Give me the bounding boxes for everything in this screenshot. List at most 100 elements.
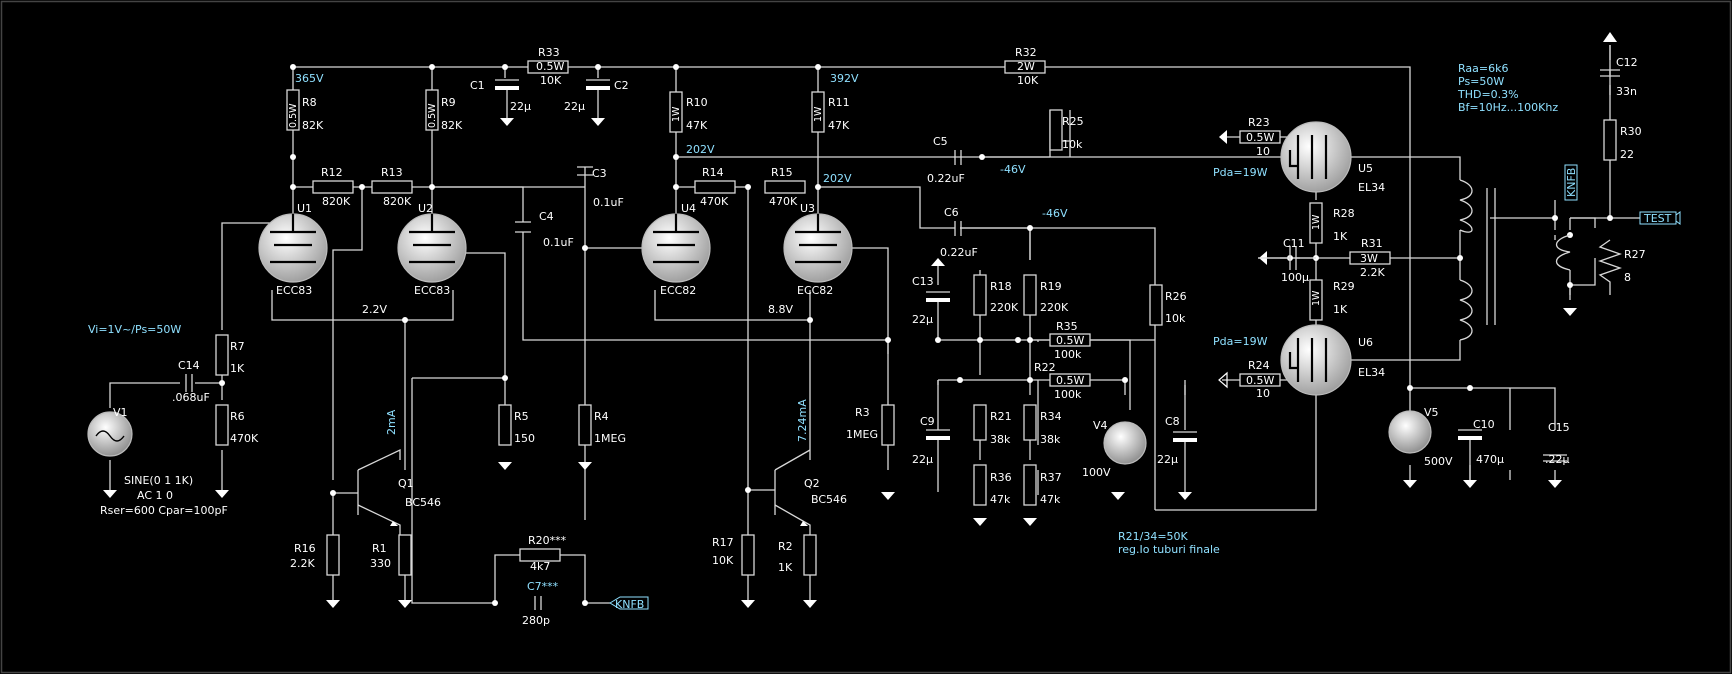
r37-value: 47k: [1040, 493, 1061, 506]
r32-ref: R32: [1015, 46, 1037, 59]
r1-ref: R1: [372, 542, 387, 555]
r30-ref: R30: [1620, 125, 1642, 138]
r18-ref: R18: [990, 280, 1012, 293]
r22-ref: R22: [1034, 361, 1056, 374]
r29-ref: R29: [1333, 280, 1355, 293]
c3-ref: C3: [592, 167, 607, 180]
r27-value: 8: [1624, 271, 1631, 284]
r11-power: 1W: [813, 106, 824, 122]
u5-type: EL34: [1358, 181, 1385, 194]
net-label-knfb-b: KNFB: [1565, 168, 1578, 197]
q2-ref: Q2: [804, 477, 820, 490]
u5-ref: U5: [1358, 162, 1373, 175]
r16-ref: R16: [294, 542, 316, 555]
r37-ref: R37: [1040, 471, 1062, 484]
r13-ref: R13: [381, 166, 403, 179]
capacitor-bodies: [185, 69, 1620, 610]
r2-ref: R2: [778, 540, 793, 553]
voltage-label-202b: 202V: [823, 172, 852, 185]
voltage-label-392: 392V: [830, 72, 859, 85]
r10-ref: R10: [686, 96, 708, 109]
r14-value: 470K: [700, 195, 729, 208]
r12-value: 820K: [322, 195, 351, 208]
c3-value: 0.1uF: [593, 196, 624, 209]
q2-type: BC546: [811, 493, 847, 506]
r33-ref: R33: [538, 46, 560, 59]
c7-ref: C7***: [527, 580, 559, 593]
source-param-1: SINE(0 1 1K): [124, 474, 193, 487]
r6-ref: R6: [230, 410, 245, 423]
r33-value: 10K: [540, 74, 562, 87]
r25-ref: R25: [1062, 115, 1084, 128]
resistor-bodies: [215, 60, 1617, 576]
c13-value: 22µ: [912, 313, 933, 326]
q1-ref: Q1: [398, 477, 414, 490]
r24-power: 0.5W: [1246, 374, 1274, 387]
c11-value: 100µ: [1281, 271, 1309, 284]
r4-value: 1MEG: [594, 432, 626, 445]
net-label-knfb-a: KNFB: [615, 598, 644, 611]
voltage-label-365: 365V: [295, 72, 324, 85]
r1-value: 330: [370, 557, 391, 570]
current-label-q1: 2mA: [385, 409, 398, 435]
r28-power: 1W: [1311, 214, 1322, 230]
r30-value: 22: [1620, 148, 1634, 161]
voltage-label-m46a: -46V: [1000, 163, 1026, 176]
r15-value: 470K: [769, 195, 798, 208]
r33-power: 0.5W: [536, 60, 564, 73]
r4-ref: R4: [594, 410, 609, 423]
r23-value: 10: [1256, 145, 1270, 158]
u4-ref: U4: [681, 202, 696, 215]
junctions: [219, 64, 1613, 606]
r16-value: 2.2K: [290, 557, 315, 570]
r24-ref: R24: [1248, 359, 1270, 372]
net-label-shapes: [609, 164, 1681, 610]
r26-ref: R26: [1165, 290, 1187, 303]
r8-value: 82K: [302, 119, 324, 132]
c13-ref: C13: [912, 275, 934, 288]
net-label-test: TEST: [1643, 212, 1672, 225]
c15-value: .22µ: [1545, 453, 1570, 466]
voltage-label-88: 8.8V: [768, 303, 793, 316]
u3-ref: U3: [800, 202, 815, 215]
r13-value: 820K: [383, 195, 412, 208]
c14-ref: C14: [178, 359, 200, 372]
voltage-label-22: 2.2V: [362, 303, 387, 316]
c6-ref: C6: [944, 206, 959, 219]
tubes: [258, 121, 1352, 396]
u2-type: ECC83: [414, 284, 450, 297]
r35-ref: R35: [1056, 320, 1078, 333]
r36-ref: R36: [990, 471, 1012, 484]
c5-ref: C5: [933, 135, 948, 148]
r8-power: 0.5W: [288, 103, 299, 128]
r19-value: 220K: [1040, 301, 1069, 314]
c9-value: 22µ: [912, 453, 933, 466]
r27-zigzag: [1598, 239, 1622, 295]
r8-ref: R8: [302, 96, 317, 109]
r28-ref: R28: [1333, 207, 1355, 220]
r19-ref: R19: [1040, 280, 1062, 293]
r6-value: 470K: [230, 432, 259, 445]
pda-u6: Pda=19W: [1213, 335, 1268, 348]
r10-value: 47K: [686, 119, 708, 132]
spec-bf: Bf=10Hz...100Khz: [1458, 101, 1558, 114]
u1-type: ECC83: [276, 284, 312, 297]
c1-value: 22µ: [510, 100, 531, 113]
c11-ref: C11: [1283, 237, 1305, 250]
c8-ref: C8: [1165, 415, 1180, 428]
r20-value: 4k7: [530, 560, 550, 573]
r5-ref: R5: [514, 410, 529, 423]
u2-ref: U2: [418, 202, 433, 215]
c12-ref: C12: [1616, 56, 1638, 69]
r18-value: 220K: [990, 301, 1019, 314]
r9-value: 82K: [441, 119, 463, 132]
r9-power: 0.5W: [427, 103, 438, 128]
r12-ref: R12: [321, 166, 343, 179]
u3-type: ECC82: [797, 284, 833, 297]
r29-value: 1K: [1333, 303, 1348, 316]
r29-power: 1W: [1311, 290, 1322, 306]
spec-raa: Raa=6k6: [1458, 62, 1508, 75]
r35-power: 0.5W: [1056, 334, 1084, 347]
